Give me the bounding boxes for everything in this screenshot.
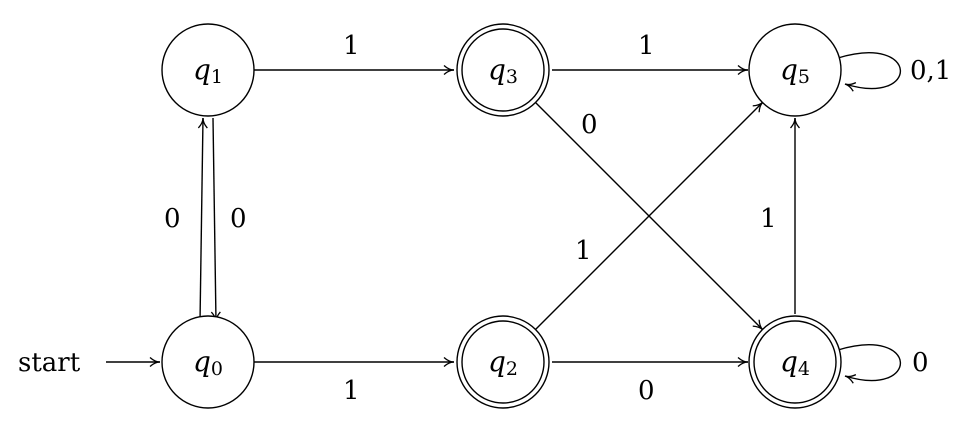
state-q1: q1 <box>161 23 255 117</box>
state-q3-label: q3 <box>488 53 518 88</box>
edge-label-q4-q4: 0 <box>912 348 929 378</box>
state-q5-label: q5 <box>780 53 810 88</box>
state-q0-label: q0 <box>193 345 223 380</box>
edge-q1-q0 <box>210 117 221 323</box>
state-q0: q0 <box>161 315 255 409</box>
edge-label-q0-q2: 1 <box>343 376 360 406</box>
edge-label-q2-q5: 1 <box>575 236 592 266</box>
state-q4-label: q4 <box>780 345 810 380</box>
state-q3-accept-ring <box>461 28 545 112</box>
state-q2-label: q2 <box>488 345 518 380</box>
state-q5: q5 <box>748 23 842 117</box>
state-q0-circle <box>161 315 255 409</box>
edge-label-q3-q4: 0 <box>581 110 598 140</box>
state-q2-accept-ring <box>461 320 545 404</box>
edge-label-q5-q5: 0,1 <box>910 56 951 86</box>
edge-label-q4-q5: 1 <box>760 204 777 234</box>
state-q2: q2 <box>456 315 550 409</box>
edge-q0-q1 <box>197 117 208 323</box>
edge-label-q2-q4: 0 <box>638 376 655 406</box>
edge-q2-q5 <box>534 101 764 331</box>
state-q1-circle <box>161 23 255 117</box>
state-q5-circle <box>748 23 842 117</box>
transition-labels: start 0 0 1 1 1 0 1 0 1 0 0,1 <box>18 31 951 406</box>
transition-edges <box>106 52 902 384</box>
edge-label-q1-q3: 1 <box>343 31 360 61</box>
state-q1-label: q1 <box>193 53 223 88</box>
self-loop-q5 <box>837 52 902 92</box>
state-q4-circle <box>748 315 842 409</box>
edge-label-q1-q0: 0 <box>230 204 247 234</box>
state-q4-accept-ring <box>753 320 837 404</box>
state-q3: q3 <box>456 23 550 117</box>
start-label: start <box>18 348 81 378</box>
self-loop-q4 <box>837 344 902 384</box>
edge-label-q0-q1: 0 <box>164 204 181 234</box>
state-q4: q4 <box>748 315 842 409</box>
state-q3-circle <box>456 23 550 117</box>
edge-label-q3-q5: 1 <box>638 31 655 61</box>
state-q2-circle <box>456 315 550 409</box>
